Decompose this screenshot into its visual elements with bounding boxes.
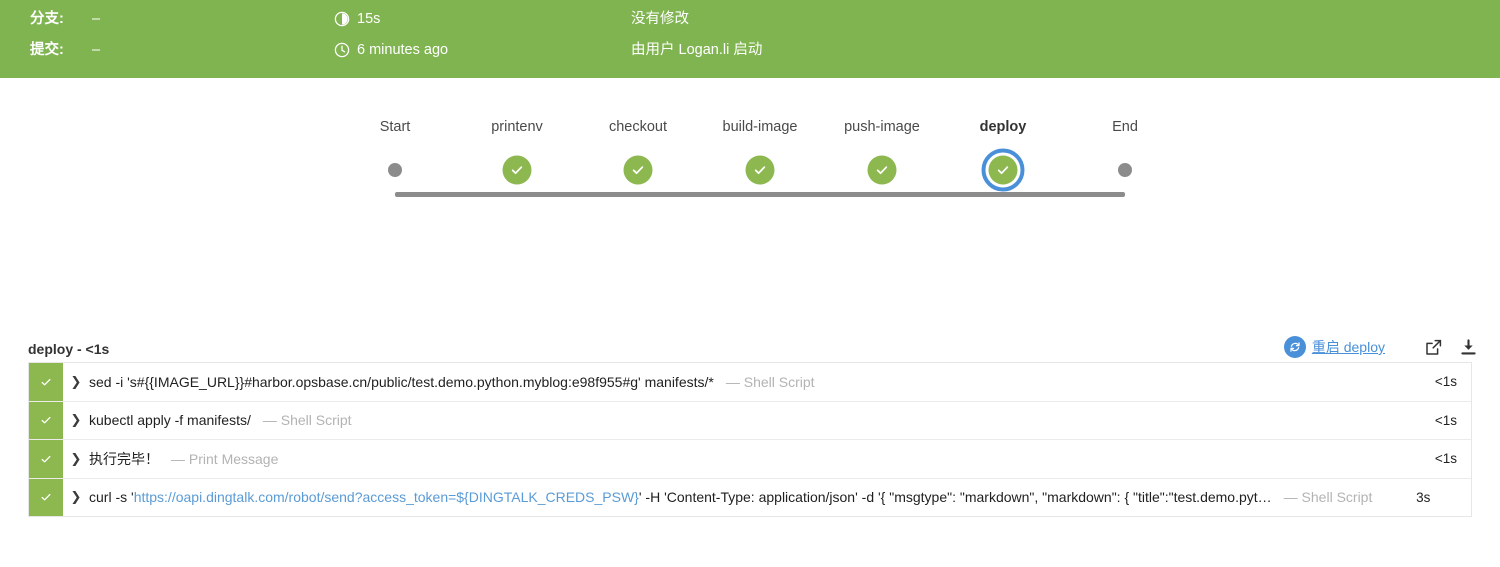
pipeline-connector-line [395, 192, 1125, 197]
stage-log-table: ❯ sed -i 's#{{IMAGE_URL}}#harbor.opsbase.… [28, 362, 1472, 517]
branch-value: – [92, 11, 101, 27]
log-row-command: 执行完毕！ [89, 450, 159, 467]
restart-circle-icon[interactable] [1283, 336, 1306, 358]
log-command-prefix: curl -s ' [89, 489, 134, 506]
pipeline-stage-checkout[interactable]: checkout [578, 118, 698, 193]
pipeline-success-node[interactable] [745, 155, 775, 185]
log-row-step-type: — Shell Script [262, 412, 352, 429]
pipeline-stage-node-wrap [822, 147, 942, 193]
log-row-step-type: — Shell Script [725, 373, 815, 390]
pipeline-stage-label: printenv [491, 119, 543, 135]
log-row-step-type: — Shell Script [1283, 489, 1373, 506]
stage-log-header: deploy - <1s 重启 deploy [0, 328, 1500, 362]
pipeline-stage-deploy[interactable]: deploy [943, 118, 1063, 193]
log-row-command: sed -i 's#{{IMAGE_URL}}#harbor.opsbase.c… [89, 373, 714, 390]
pipeline-stage-label: End [1112, 119, 1138, 135]
log-row-main: curl -s 'https://oapi.dingtalk.com/robot… [89, 479, 1471, 517]
pipeline-success-node[interactable] [988, 155, 1018, 185]
log-row-main: 执行完毕！ — Print Message [89, 440, 1411, 478]
pipeline-stage-node-wrap [457, 147, 577, 193]
log-command-suffix: ' -H 'Content-Type: application/json' -d… [638, 489, 1272, 506]
log-row-command: kubectl apply -f manifests/ [89, 412, 251, 429]
log-row-main: kubectl apply -f manifests/ — Shell Scrip… [89, 402, 1411, 440]
clock-icon [334, 42, 350, 58]
log-row-status-check-icon [29, 478, 63, 516]
chevron-right-icon[interactable]: ❯ [70, 489, 82, 505]
pipeline-stage-node-wrap [1065, 147, 1185, 193]
pipeline-stage-node-wrap [700, 147, 820, 193]
pipeline-stage-label: deploy [979, 119, 1027, 135]
pipeline-stage-label: build-image [722, 119, 798, 135]
log-row-status-check-icon [29, 363, 63, 401]
stage-log-section: deploy - <1s 重启 deploy [0, 328, 1500, 517]
pipeline-stage-label: checkout [608, 119, 668, 135]
pipeline-stage-track: Start printenv checkout build-image push-ima… [380, 118, 1138, 228]
download-icon[interactable] [1459, 338, 1478, 357]
stage-log-actions: 重启 deploy [1283, 336, 1478, 358]
log-command-url-link[interactable]: https://oapi.dingtalk.com/robot/send?acc… [133, 489, 639, 506]
changes-status: 没有修改 [631, 11, 689, 27]
pipeline-stage-selected-ring [981, 148, 1025, 192]
log-row-status-check-icon [29, 440, 63, 478]
log-row-command: curl -s 'https://oapi.dingtalk.com/robot… [89, 489, 1272, 505]
log-row[interactable]: ❯ curl -s 'https://oapi.dingtalk.com/robo… [29, 478, 1471, 517]
stage-log-title: deploy - <1s [28, 341, 110, 357]
chevron-right-icon[interactable]: ❯ [70, 450, 82, 466]
build-duration: 15s [357, 11, 381, 27]
log-row[interactable]: ❯ kubectl apply -f manifests/ — Shell Scri… [29, 401, 1471, 440]
log-row-duration: <1s [1434, 451, 1457, 467]
pipeline-stage-node-wrap [943, 147, 1063, 193]
pipeline-graph: Start printenv checkout build-image push-ima… [0, 78, 1500, 328]
pipeline-endpoint-node[interactable] [1118, 163, 1132, 177]
build-started-time: 6 minutes ago [357, 42, 449, 58]
log-row-main: sed -i 's#{{IMAGE_URL}}#harbor.opsbase.c… [89, 363, 1411, 401]
pipeline-stage-end[interactable]: End [1065, 118, 1185, 193]
header-row-branch: 分支: – 15s 没有修改 [0, 8, 1500, 40]
log-row-duration: 3s [1416, 489, 1431, 505]
pipeline-stage-label: push-image [844, 119, 920, 135]
log-row[interactable]: ❯ 执行完毕！ — Print Message <1s [29, 440, 1471, 479]
log-row-status-check-icon [29, 401, 63, 439]
external-link-icon[interactable] [1424, 338, 1443, 357]
pipeline-stage-node-wrap [335, 147, 455, 193]
build-trigger-user: 由用户 Logan.li 启动 [631, 42, 763, 58]
pipeline-endpoint-node[interactable] [388, 163, 402, 177]
pipeline-stage-push-image[interactable]: push-image [822, 118, 942, 193]
pipeline-stage-node-wrap [578, 147, 698, 193]
log-row-step-type: — Print Message [171, 450, 279, 467]
build-summary-header: 分支: – 15s 没有修改 提交: – 6 minutes ago 由用户 [0, 0, 1500, 78]
pipeline-success-node[interactable] [867, 155, 897, 185]
log-row-duration: <1s [1434, 412, 1457, 428]
pipeline-stage-printenv[interactable]: printenv [457, 118, 577, 193]
header-row-commit: 提交: – 6 minutes ago 由用户 Logan.li 启动 [0, 39, 1500, 71]
pipeline-success-node[interactable] [623, 155, 653, 185]
chevron-right-icon[interactable]: ❯ [70, 373, 82, 389]
pipeline-stage-start[interactable]: Start [335, 118, 455, 193]
log-row-duration: <1s [1434, 374, 1457, 390]
commit-label: 提交: [30, 42, 64, 58]
chevron-right-icon[interactable]: ❯ [70, 412, 82, 428]
branch-label: 分支: [30, 11, 64, 27]
pipeline-success-node[interactable] [502, 155, 532, 185]
restart-stage-link[interactable]: 重启 deploy [1311, 339, 1385, 355]
pipeline-stage-label: Start [379, 119, 411, 135]
commit-value: – [92, 42, 101, 58]
timer-icon [334, 11, 350, 27]
log-row[interactable]: ❯ sed -i 's#{{IMAGE_URL}}#harbor.opsbase.… [29, 363, 1471, 402]
pipeline-stage-build-image[interactable]: build-image [700, 118, 820, 193]
